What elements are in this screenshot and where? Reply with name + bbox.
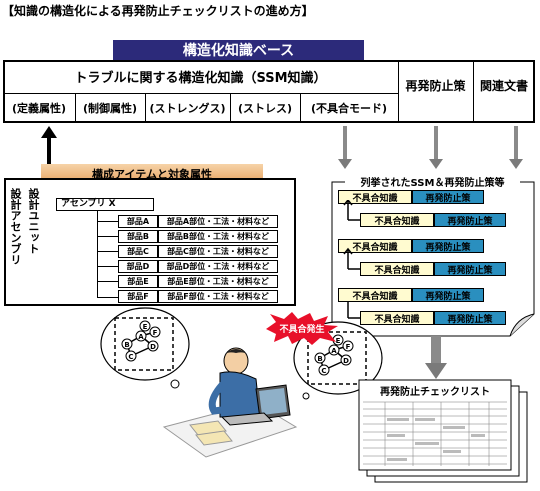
prevention-6: 再発防止策 bbox=[434, 311, 506, 325]
attr-divider-c bbox=[230, 93, 231, 123]
node-label-c: C bbox=[128, 353, 133, 361]
attr-failure-mode: (不具合モード) bbox=[310, 102, 388, 115]
part-b-name: 部品B bbox=[118, 230, 158, 243]
failure-burst-label: 不具合発生 bbox=[279, 324, 325, 335]
structured-knowledge-label: トラブルに関する構造化知識（SSM知識） bbox=[74, 70, 327, 86]
prevention-1: 再発防止策 bbox=[412, 190, 484, 204]
knowledge-3: 不具合知識 bbox=[338, 239, 412, 253]
tree-trunk bbox=[97, 211, 98, 298]
attr-divider-d bbox=[300, 93, 301, 123]
part-d-detail: 部品D部位・工法・材料など bbox=[158, 260, 278, 273]
knowledge-5: 不具合知識 bbox=[338, 288, 412, 302]
enumerated-title: 列挙されたSSM＆再発防止策等 bbox=[345, 174, 520, 189]
checklist-document-stack bbox=[358, 379, 528, 483]
part-f-name: 部品F bbox=[118, 290, 158, 303]
kb-divider-1 bbox=[398, 60, 399, 123]
down-arrow-2 bbox=[429, 126, 443, 170]
part-c-detail: 部品C部位・工法・材料など bbox=[158, 245, 278, 258]
knowledge-base-title: 構造化知識ベース bbox=[113, 40, 364, 60]
down-arrow-checklist bbox=[425, 336, 447, 380]
failure-burst bbox=[266, 312, 338, 345]
prevention-5: 再発防止策 bbox=[412, 288, 484, 302]
assembly-label: アセンブリ X bbox=[61, 199, 116, 209]
page-title: 【知識の構造化による再発防止チェックリストの進め方】 bbox=[2, 4, 314, 18]
attr-control: (制御属性) bbox=[82, 102, 138, 115]
down-arrow-1 bbox=[338, 126, 352, 170]
tree-branch-e bbox=[97, 281, 118, 282]
attr-divider-a bbox=[75, 93, 76, 123]
node-label-a-2: A bbox=[331, 347, 337, 355]
node-label-d: D bbox=[150, 343, 156, 351]
part-b-detail: 部品B部位・工法・材料など bbox=[158, 230, 278, 243]
part-e-detail: 部品E部位・工法・材料など bbox=[158, 275, 278, 288]
node-label-c-2: C bbox=[321, 367, 326, 375]
checklist-title: 再発防止チェックリスト bbox=[380, 386, 490, 398]
prevention-2: 再発防止策 bbox=[434, 213, 506, 227]
node-label-e-2: E bbox=[336, 337, 341, 345]
node-label-b-2: B bbox=[317, 355, 322, 363]
node-label-e: E bbox=[143, 323, 148, 331]
tree-branch-f bbox=[97, 297, 118, 298]
part-e-name: 部品E bbox=[118, 275, 158, 288]
knowledge-1: 不具合知識 bbox=[338, 190, 412, 204]
part-f-detail: 部品F部位・工法・材料など bbox=[158, 290, 278, 303]
prevention-4: 再発防止策 bbox=[434, 262, 506, 276]
tree-branch-a bbox=[97, 221, 118, 222]
tree-branch-d bbox=[97, 266, 118, 267]
attr-divider-b bbox=[145, 93, 146, 123]
prevention-3: 再発防止策 bbox=[412, 239, 484, 253]
attr-definition: (定義属性) bbox=[11, 102, 67, 115]
attr-strength: (ストレングス) bbox=[149, 102, 226, 115]
part-c-name: 部品C bbox=[118, 245, 158, 258]
up-arrow bbox=[41, 126, 57, 176]
node-label-a: A bbox=[138, 333, 144, 341]
node-label-f: F bbox=[153, 329, 158, 337]
knowledge-base-frame bbox=[3, 60, 535, 123]
assembly-box: アセンブリ X bbox=[56, 198, 154, 211]
knowledge-4: 不具合知識 bbox=[360, 262, 434, 276]
knowledge-6: 不具合知識 bbox=[360, 311, 434, 325]
enumerated-connectors bbox=[343, 200, 360, 319]
knowledge-2: 不具合知識 bbox=[360, 213, 434, 227]
node-label-b: B bbox=[124, 341, 129, 349]
related-docs-header: 関連文書 bbox=[479, 78, 528, 93]
side-label-assembly: 設計アセンブリ bbox=[9, 188, 22, 265]
node-label-f-2: F bbox=[346, 343, 351, 351]
part-a-detail: 部品A部位・工法・材料など bbox=[158, 215, 278, 228]
kb-attr-divider bbox=[3, 93, 398, 94]
part-d-name: 部品D bbox=[118, 260, 158, 273]
down-arrow-3 bbox=[509, 126, 523, 170]
person-at-computer-illustration bbox=[162, 347, 298, 458]
thought-bubble-left: A F B D C E bbox=[100, 307, 190, 389]
side-label-unit: 設計ユニット bbox=[27, 188, 40, 254]
attr-stress: (ストレス) bbox=[237, 102, 293, 115]
kb-divider-2 bbox=[473, 60, 474, 123]
tree-branch-c bbox=[97, 251, 118, 252]
tree-branch-b bbox=[97, 236, 118, 237]
part-a-name: 部品A bbox=[118, 215, 158, 228]
prevention-header: 再発防止策 bbox=[405, 78, 466, 93]
node-label-d-2: D bbox=[343, 357, 349, 365]
